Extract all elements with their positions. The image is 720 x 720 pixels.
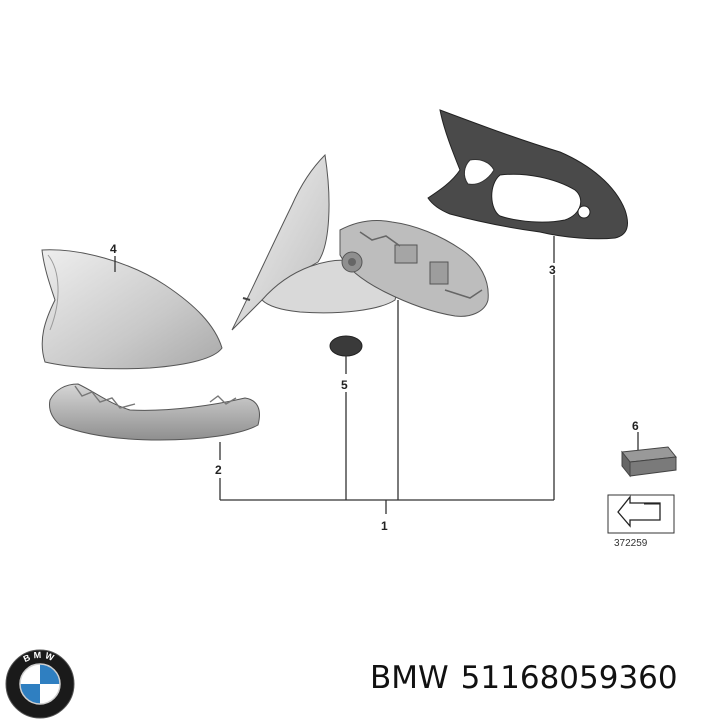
svg-text:BMW: BMW (22, 650, 58, 664)
reference-number: 372259 (614, 538, 648, 549)
callout-1: 1 (381, 519, 388, 533)
part-caption: BMW 51168059360 (370, 660, 710, 710)
brand-name: BMW (370, 660, 449, 696)
mirror-cover-icon (41, 249, 223, 370)
bmw-logo-icon: BMW (5, 649, 75, 719)
logo-text: BMW (22, 650, 55, 664)
mirror-frame-icon (427, 109, 628, 240)
callout-2: 2 (215, 463, 222, 477)
callout-6: 6 (632, 419, 639, 433)
callout-4: 4 (110, 242, 117, 256)
cap-icon (329, 335, 363, 357)
leader-lines (114, 236, 639, 514)
part-number: 51168059360 (460, 660, 678, 696)
mirror-assembly-icon (231, 153, 489, 331)
mirror-trim-icon (49, 383, 260, 441)
callout-5: 5 (341, 378, 348, 392)
arrow-label-icon (617, 495, 661, 528)
adhesive-pad-icon (621, 446, 677, 478)
reference-label-box: 372259 (607, 494, 675, 549)
callout-3: 3 (549, 263, 556, 277)
